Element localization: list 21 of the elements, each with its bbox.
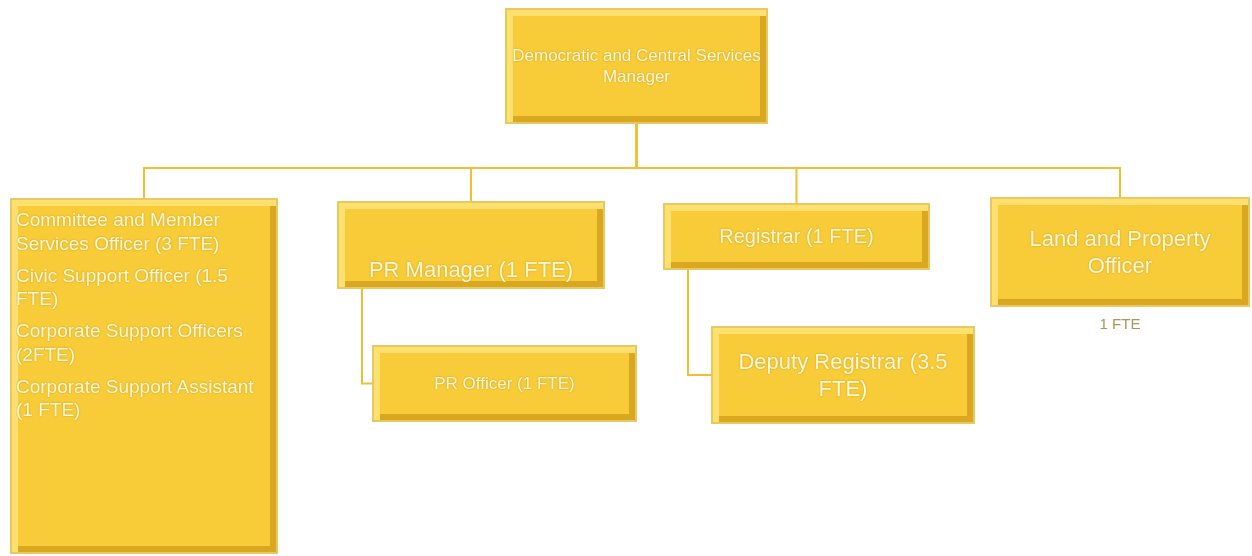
role-title: Committee and Member Services Officer (3 FTE) <box>16 208 221 256</box>
org-box <box>990 197 1250 307</box>
role-title: PR Manager (1 FTE) <box>368 255 574 283</box>
connector-line <box>687 269 712 376</box>
org-box <box>711 326 975 424</box>
org-box <box>663 203 930 270</box>
fte-note: 1 FTE <box>1098 314 1142 334</box>
org-box <box>337 201 605 289</box>
org-box <box>10 198 278 554</box>
role-title: PR Officer (1 FTE) <box>434 372 575 395</box>
role-title: Registrar (1 FTE) <box>719 224 874 249</box>
connector-line <box>635 123 1121 198</box>
connector-line <box>361 288 373 385</box>
role-title: Democratic and Central Services Manager <box>511 44 762 88</box>
role-title: Land and Property Officer <box>1028 224 1212 280</box>
role-title: Corporate Support Officers (2FTE) <box>16 319 244 367</box>
org-box <box>505 8 768 124</box>
org-box <box>372 345 637 422</box>
role-title: Corporate Support Assistant (1 FTE) <box>16 374 255 422</box>
role-title: Civic Support Officer (1.5 FTE) <box>16 263 229 311</box>
role-title: Deputy Registrar (3.5 FTE) <box>737 347 949 403</box>
